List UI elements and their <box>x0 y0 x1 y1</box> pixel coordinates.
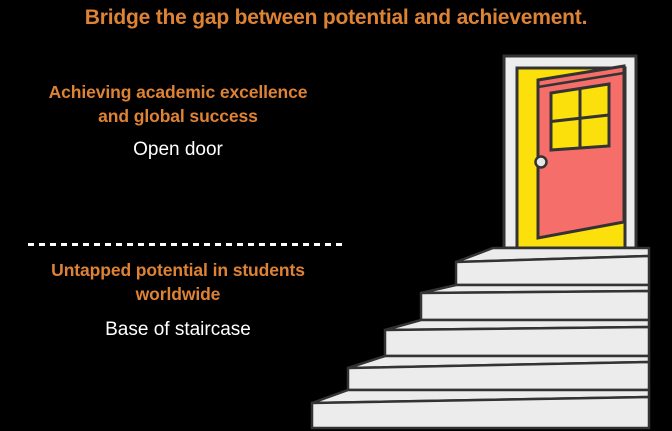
open-door-label: Open door <box>133 139 223 160</box>
gap-divider-dashed-line <box>28 243 345 246</box>
door-edge-line <box>537 71 625 89</box>
lower-heading: Untapped potential in students worldwide <box>0 258 356 306</box>
lower-heading-line2: worldwide <box>135 284 221 304</box>
upper-heading: Achieving academic excellence and global… <box>0 80 356 128</box>
staircase-step-1-face <box>419 289 651 322</box>
page-title: Bridge the gap between potential and ach… <box>84 6 588 29</box>
staircase-illustration <box>310 246 651 430</box>
door-knob-icon <box>534 155 548 169</box>
door-illustration <box>502 54 638 250</box>
lower-heading-line1: Untapped potential in students <box>51 260 305 280</box>
staircase-platform-face <box>454 254 651 287</box>
base-of-staircase-label: Base of staircase <box>105 319 251 340</box>
staircase-step-3-face <box>346 360 651 392</box>
upper-heading-line1: Achieving academic excellence <box>48 82 308 102</box>
staircase-step-2-face <box>383 325 651 358</box>
upper-heading-line2: and global success <box>98 106 258 126</box>
staircase-step-4-face <box>310 395 651 430</box>
window-mullion-horizontal <box>550 113 610 123</box>
